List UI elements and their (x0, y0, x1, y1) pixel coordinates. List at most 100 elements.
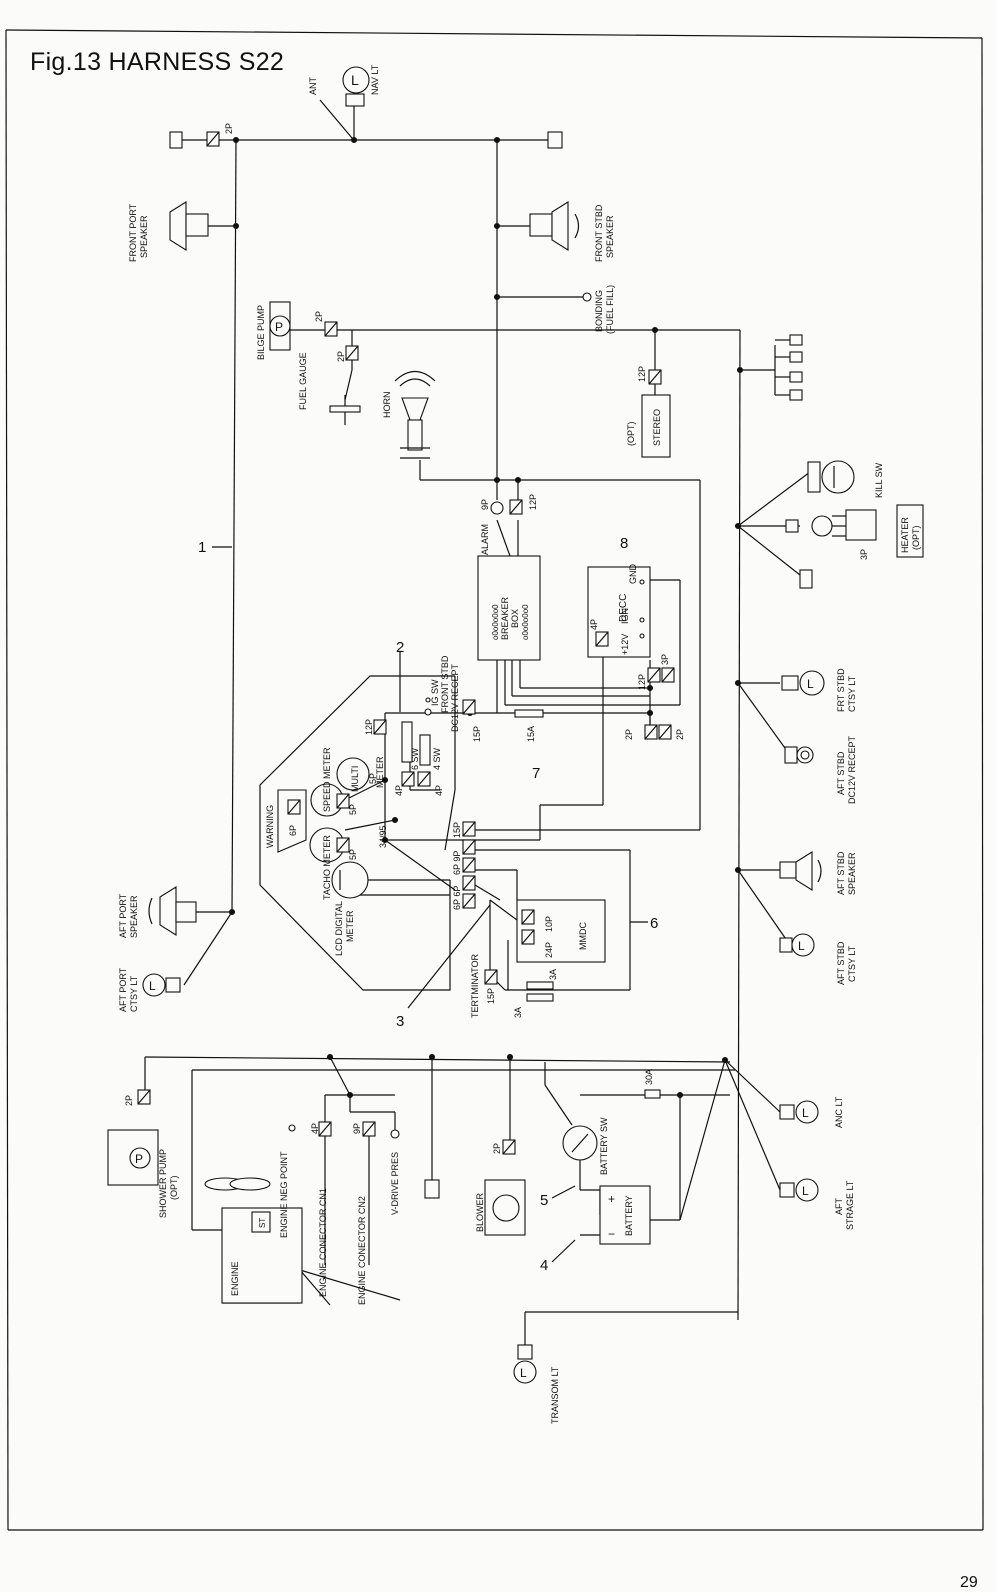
svg-text:P: P (135, 1152, 143, 1166)
svg-text:+: + (608, 1192, 615, 1206)
svg-text:STRAGE LT: STRAGE LT (845, 1180, 855, 1230)
svg-text:2P: 2P (624, 729, 634, 740)
svg-text:34/95: 34/95 (378, 825, 388, 848)
nav-light: L NAV LT ANT (308, 64, 380, 107)
svg-text:4P: 4P (434, 785, 444, 796)
svg-text:15P: 15P (452, 822, 462, 838)
svg-text:2P: 2P (124, 1095, 134, 1106)
svg-text:IGN: IGN (620, 608, 630, 624)
svg-text:9P: 9P (352, 1123, 362, 1134)
kill-switch: KILL SW (807, 460, 884, 498)
svg-text:HEATER: HEATER (900, 517, 910, 553)
right-connector-bank (775, 334, 803, 401)
svg-text:6P 9P: 6P 9P (452, 851, 462, 875)
svg-text:(OPT): (OPT) (626, 422, 636, 447)
ig-switch-dc12v: 15P IG SW FRONT STBD DC12V RECEPT (399, 652, 482, 742)
svg-text:5P: 5P (348, 849, 358, 860)
front-stbd-speaker: FRONT STBD SPEAKER (529, 201, 615, 262)
svg-text:BONDING: BONDING (594, 290, 604, 332)
callout-7: 7 (532, 765, 540, 782)
svg-text:METER: METER (345, 910, 355, 942)
svg-text:SPEAKER: SPEAKER (139, 215, 149, 258)
aft-stbd-speaker: AFT STBD SPEAKER (779, 851, 857, 895)
blower: 2P BLOWER (475, 1139, 526, 1236)
svg-text:STEREO: STEREO (652, 409, 662, 446)
svg-text:4P: 4P (589, 619, 599, 630)
breaker-box: o0o0o0o0 BREAKER BOX o0o0o0o0 ALARM 9P 1… (477, 494, 541, 661)
svg-text:2P: 2P (314, 311, 324, 322)
svg-text:GND: GND (628, 564, 638, 585)
bonding-point: BONDING (FUEL FILL) (582, 285, 615, 334)
svg-text:NAV LT: NAV LT (370, 64, 380, 95)
svg-text:12P: 12P (637, 366, 647, 382)
svg-text:BOX: BOX (510, 609, 520, 628)
svg-text:ALARM: ALARM (480, 524, 490, 555)
svg-text:3A: 3A (548, 969, 558, 980)
callout-numbers: 1 2 3 4 5 6 7 (198, 539, 658, 1274)
bilge-pump: P BILGE PUMP 2P (256, 301, 338, 360)
svg-text:2P: 2P (224, 123, 234, 134)
svg-text:L: L (520, 1366, 527, 1380)
svg-text:TRANSOM LT: TRANSOM LT (550, 1366, 560, 1424)
svg-text:15A: 15A (526, 726, 536, 742)
svg-text:DC12V RECEPT: DC12V RECEPT (847, 735, 857, 804)
svg-text:HORN: HORN (382, 392, 392, 419)
svg-text:FRONT STBD: FRONT STBD (594, 204, 604, 262)
svg-text:BREAKER: BREAKER (500, 596, 510, 640)
svg-text:TACHO METER: TACHO METER (322, 835, 332, 900)
stereo: STEREO (OPT) 12P (626, 366, 671, 458)
battery: BATTERY + − (599, 1185, 651, 1245)
svg-text:2P: 2P (336, 351, 346, 362)
svg-text:AFT STBD: AFT STBD (836, 941, 846, 985)
mmdc-module: MMDC 10P 24P (516, 899, 606, 963)
warning-module: WARNING 6P (265, 789, 307, 853)
callout-5: 5 (540, 1192, 548, 1209)
meter-switch-cluster: 12P METER 6 SW 4 SW 4P 4P (364, 719, 444, 796)
svg-text:WARNING: WARNING (265, 805, 275, 848)
decc-connectors: 12P 3P 2P 2P 15A (514, 654, 685, 742)
svg-text:(FUEL FILL): (FUEL FILL) (605, 285, 615, 334)
svg-text:12P: 12P (637, 674, 647, 690)
callout-4: 4 (540, 1257, 548, 1274)
svg-text:6 SW: 6 SW (410, 747, 420, 770)
callout-6: 6 (650, 915, 658, 932)
svg-text:L: L (149, 979, 156, 993)
svg-text:AFT PORT: AFT PORT (118, 893, 128, 938)
svg-text:AFT STBD: AFT STBD (836, 851, 846, 895)
figure-title: Fig.13 HARNESS S22 (30, 48, 285, 76)
svg-text:SPEAKER: SPEAKER (605, 215, 615, 258)
engine: ENGINE ST ENGINE NEG POINT ENGINE CONECT… (204, 1121, 376, 1305)
svg-text:4 SW: 4 SW (432, 747, 442, 770)
shower-pump: 2P P SHOWER PUMP (OPT) (107, 1089, 179, 1218)
svg-text:o0o0o0o0: o0o0o0o0 (521, 604, 530, 640)
svg-text:8: 8 (620, 535, 628, 552)
svg-text:KILL SW: KILL SW (874, 462, 884, 498)
top-left-connector: 2P (169, 123, 234, 149)
svg-text:(OPT): (OPT) (169, 1176, 179, 1201)
svg-text:P: P (275, 320, 283, 334)
svg-text:5P: 5P (348, 804, 358, 815)
svg-text:CTSY LT: CTSY LT (847, 945, 857, 982)
callout-3: 3 (396, 1013, 404, 1030)
svg-text:L: L (802, 1184, 809, 1198)
svg-text:BATTERY SW: BATTERY SW (599, 1117, 609, 1175)
svg-text:L: L (807, 677, 814, 691)
svg-text:12P: 12P (364, 719, 374, 735)
svg-text:o0o0o0o0: o0o0o0o0 (491, 604, 500, 640)
top-right-connector (547, 131, 563, 149)
svg-text:30A: 30A (644, 1069, 654, 1085)
svg-text:SPEAKER: SPEAKER (129, 895, 139, 938)
decc-module: DECC GND IGN +12V 4P 8 (587, 535, 651, 658)
svg-text:V-DRIVE PRES: V-DRIVE PRES (390, 1152, 400, 1215)
lcd-digital-meter: LCD DIGITAL METER (331, 861, 369, 956)
frt-stbd-ctsy-light: L FRT STBD CTSY LT (781, 668, 857, 712)
svg-text:FRONT STBD: FRONT STBD (440, 655, 450, 713)
svg-text:MULTI: MULTI (350, 766, 360, 792)
svg-text:10P: 10P (544, 916, 554, 932)
svg-text:ST: ST (258, 1218, 267, 1228)
svg-text:6P: 6P (288, 825, 298, 836)
svg-text:TERTMINATOR: TERTMINATOR (470, 953, 480, 1018)
aft-port-speaker: AFT PORT SPEAKER (118, 886, 197, 938)
svg-text:AFT STBD: AFT STBD (836, 751, 846, 795)
